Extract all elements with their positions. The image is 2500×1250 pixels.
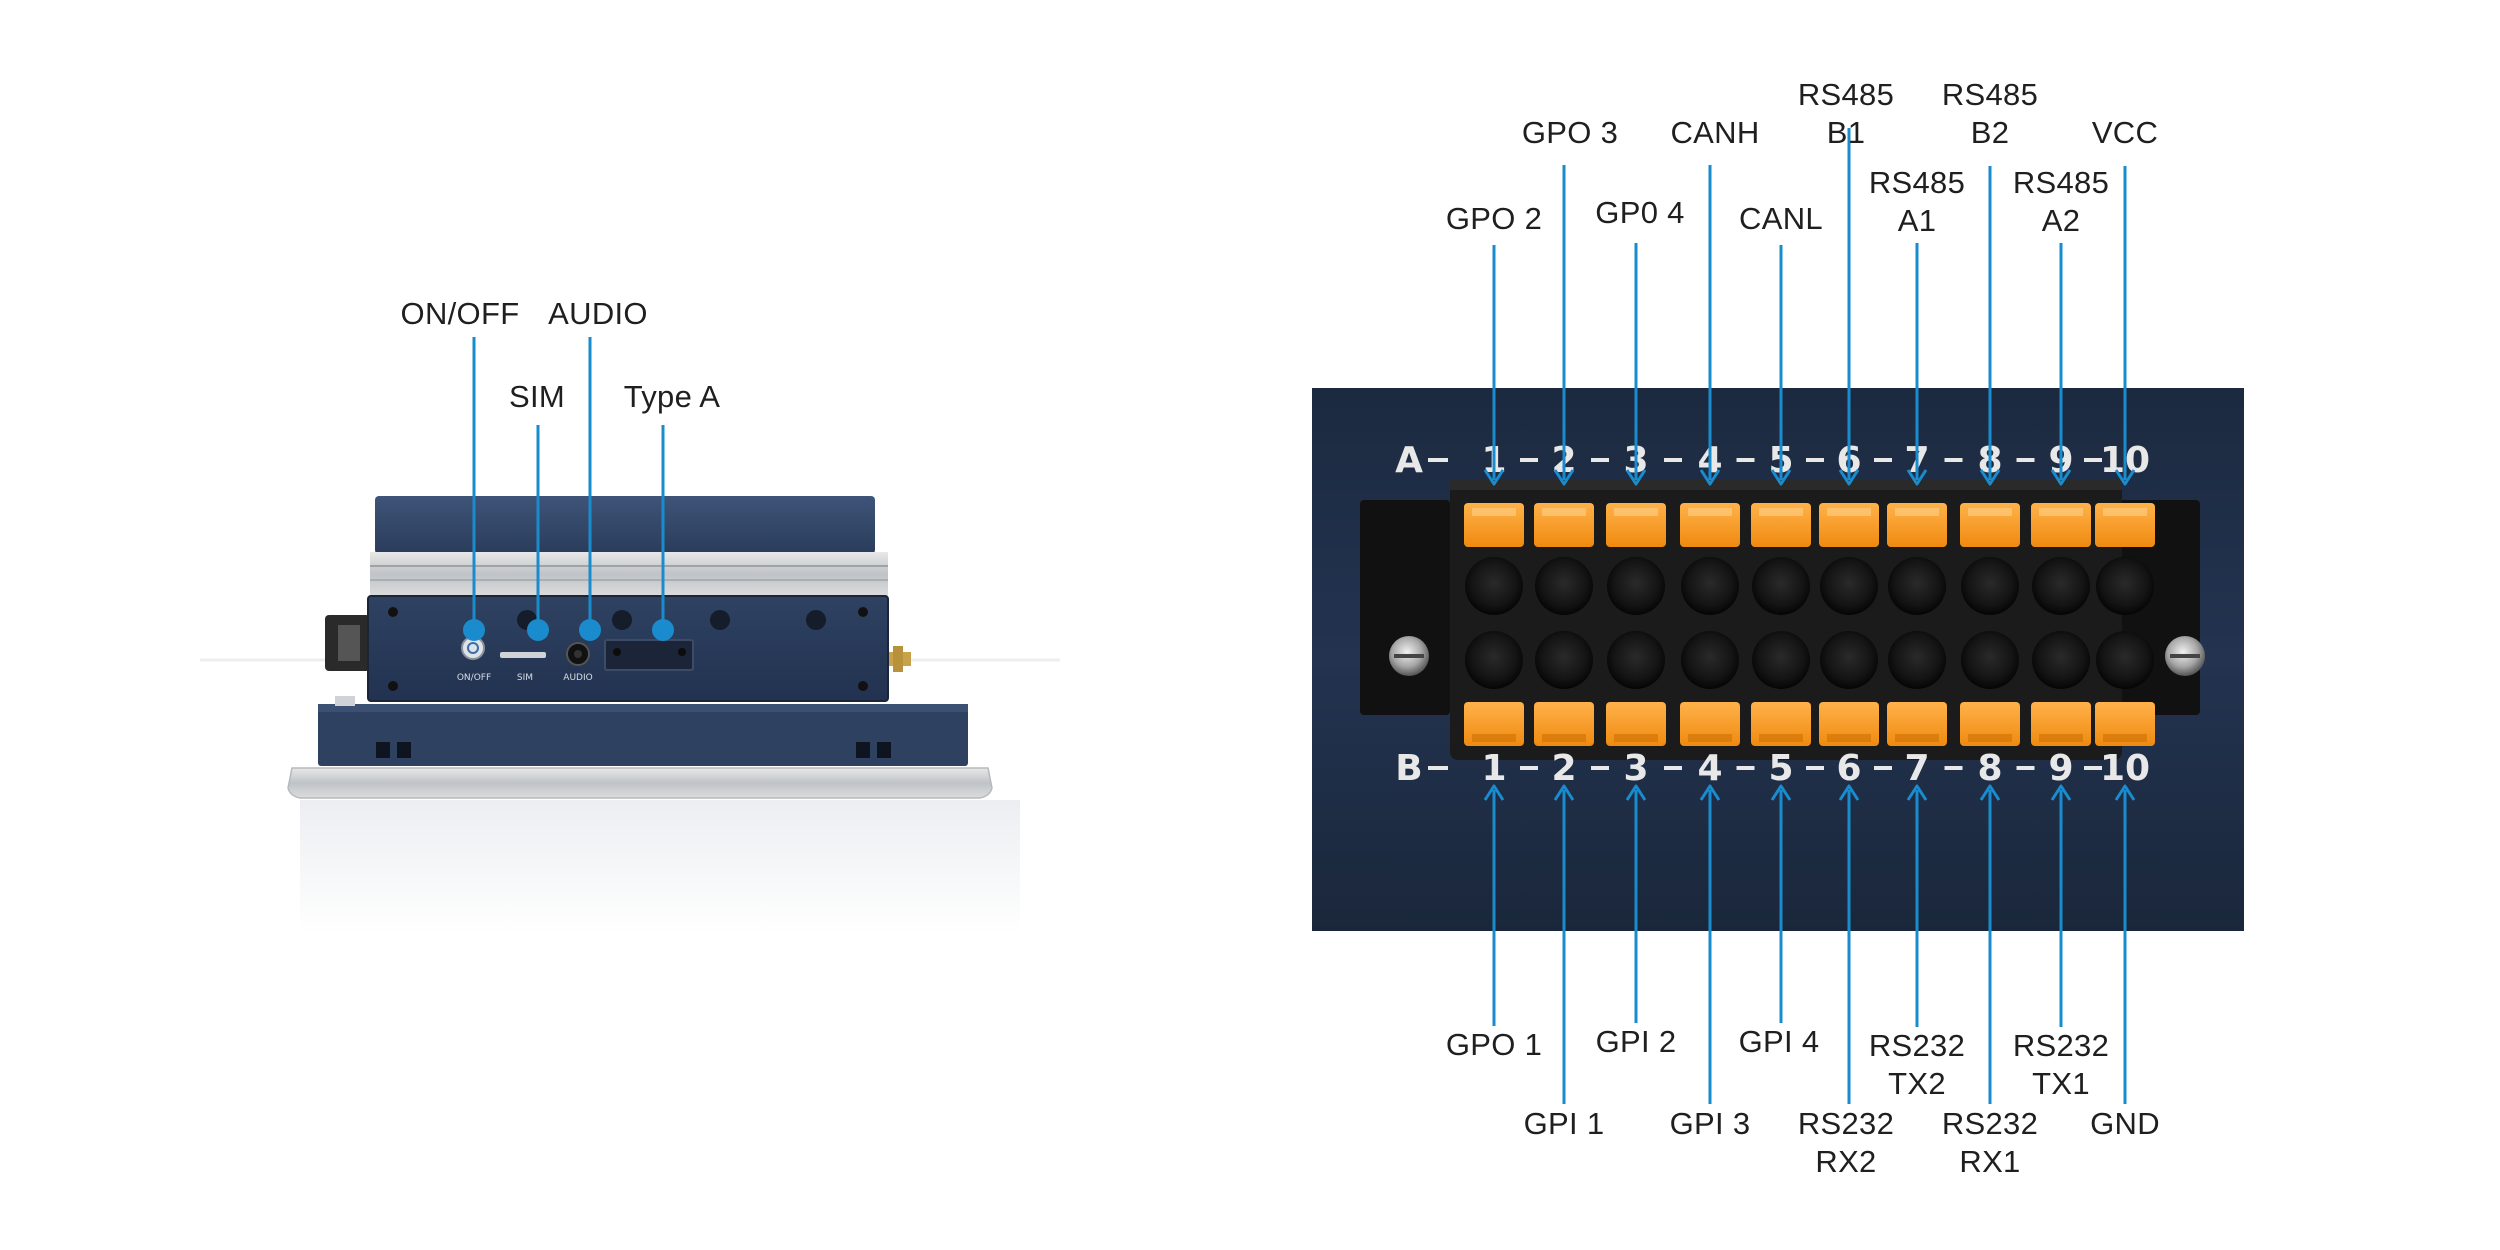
wire-hole-b3 (1607, 631, 1665, 689)
pin-a5-label: CANL (1739, 201, 1823, 236)
pin-b10-label: GND (2090, 1106, 2160, 1141)
wire-hole-b8 (1961, 631, 2019, 689)
wire-hole-a2 (1535, 557, 1593, 615)
device-lid (375, 496, 875, 554)
wire-hole-b10 (2096, 631, 2154, 689)
wire-hole-a4 (1681, 557, 1739, 615)
label-audio: AUDIO (548, 296, 648, 331)
wire-hole-a3 (1607, 557, 1665, 615)
device-bezel (287, 767, 993, 799)
marking-sim: SIM (517, 673, 533, 683)
wire-hole-b5 (1752, 631, 1810, 689)
pin-b4-label: GPI 3 (1669, 1106, 1751, 1141)
row-b-number-10: 10 (2100, 748, 2150, 789)
wire-hole-b9 (2032, 631, 2090, 689)
wire-hole-b7 (1888, 631, 1946, 689)
pin-a4-label: CANH (1670, 115, 1760, 150)
pin-b5-label: GPI 4 (1738, 1024, 1820, 1059)
terminal-connector-body (1450, 480, 2122, 760)
usb-type-a-port (604, 639, 694, 671)
wire-hole-a6 (1820, 557, 1878, 615)
heatsink-band (370, 552, 888, 596)
row-b-number-1: 1 (1481, 748, 1506, 789)
marking-audio: AUDIO (563, 673, 592, 683)
pin-a3-label: GP0 4 (1595, 195, 1685, 230)
row-a-prefix: A (1395, 440, 1423, 481)
label-on-off: ON/OFF (400, 296, 520, 331)
row-b-number-6: 6 (1836, 748, 1861, 789)
device-reflection (300, 800, 1020, 935)
row-b-number-2: 2 (1551, 748, 1576, 789)
wire-hole-b4 (1681, 631, 1739, 689)
pin-a6-label: RS485 B1 (1797, 77, 1895, 150)
pin-a10-label: VCC (2091, 115, 2159, 150)
row-b-number-8: 8 (1977, 748, 2002, 789)
wire-hole-a5 (1752, 557, 1810, 615)
pin-b8-label: RS232 RX1 (1941, 1106, 2039, 1179)
pin-b2-label: GPI 1 (1523, 1106, 1605, 1141)
wire-hole-a9 (2032, 557, 2090, 615)
pin-b6-label: RS232 RX2 (1797, 1106, 1895, 1179)
row-b-number-4: 4 (1697, 748, 1722, 789)
row-b-number-9: 9 (2048, 748, 2073, 789)
wire-hole-a7 (1888, 557, 1946, 615)
row-b-number-7: 7 (1904, 748, 1929, 789)
device-base (318, 704, 968, 766)
pin-a2-label: GPO 3 (1521, 115, 1619, 150)
row-b-number-5: 5 (1768, 748, 1793, 789)
label-type-a: Type A (623, 379, 721, 414)
marking-onoff: ON/OFF (457, 673, 491, 683)
wire-hole-b1 (1465, 631, 1523, 689)
row-b-prefix: B (1395, 748, 1422, 789)
wire-hole-b6 (1820, 631, 1878, 689)
device-photo: ON/OFF SIM AUDIO (200, 496, 1060, 935)
pin-a9-label: RS485 A2 (2012, 165, 2110, 238)
wire-hole-a1 (1465, 557, 1523, 615)
wire-hole-b2 (1535, 631, 1593, 689)
pin-a8-label: RS485 B2 (1941, 77, 2039, 150)
wire-hole-a8 (1961, 557, 2019, 615)
pin-a1-label: GPO 2 (1445, 201, 1543, 236)
pin-b1-label: GPO 1 (1445, 1027, 1543, 1062)
wire-hole-a10 (2096, 557, 2154, 615)
label-sim: SIM (508, 379, 566, 414)
leader-lines (463, 128, 2136, 1104)
pin-b7-label: RS232 TX2 (1868, 1028, 1966, 1101)
pin-b3-label: GPI 2 (1595, 1024, 1677, 1059)
pin-a7-label: RS485 A1 (1868, 165, 1966, 238)
sim-slot (500, 652, 546, 658)
pin-b9-label: RS232 TX1 (2012, 1028, 2110, 1101)
row-b-number-3: 3 (1623, 748, 1648, 789)
